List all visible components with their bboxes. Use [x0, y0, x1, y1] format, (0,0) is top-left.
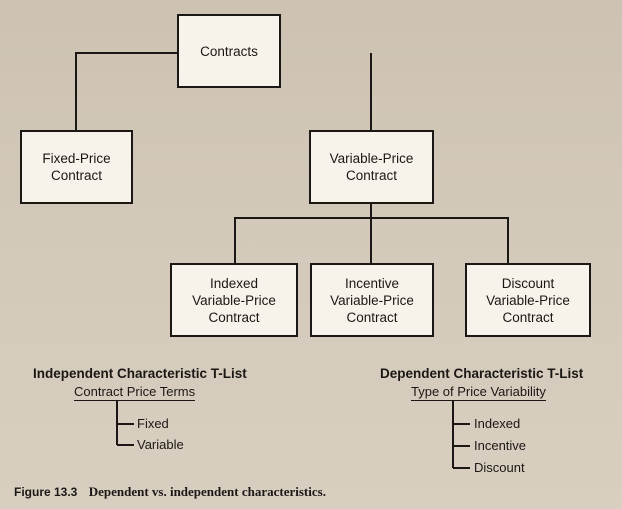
- dependent-tlist-title: Dependent Characteristic T-List: [380, 366, 584, 381]
- node-contracts-label: Contracts: [200, 43, 258, 59]
- figure-caption: Figure 13.3 Dependent vs. independent ch…: [14, 484, 326, 500]
- node-variable-price-contract: Variable-Price Contract: [309, 130, 434, 204]
- node-incentive-label: Incentive Variable-Price Contract: [330, 275, 414, 325]
- node-incentive-contract: Incentive Variable-Price Contract: [310, 263, 434, 337]
- independent-tlist-head: Contract Price Terms: [74, 384, 196, 401]
- dependent-tlist-item-discount: Discount: [474, 460, 525, 475]
- node-fixed-price-contract: Fixed-Price Contract: [20, 130, 133, 204]
- node-contracts: Contracts: [177, 14, 281, 88]
- figure-number: Figure 13.3: [14, 485, 78, 499]
- node-indexed-contract: Indexed Variable-Price Contract: [170, 263, 298, 337]
- dependent-tlist-head: Type of Price Variability: [411, 384, 546, 401]
- node-discount-label: Discount Variable-Price Contract: [486, 275, 570, 325]
- node-discount-contract: Discount Variable-Price Contract: [465, 263, 591, 337]
- node-fixed-price-label: Fixed-Price Contract: [42, 151, 111, 183]
- independent-tlist-item-variable: Variable: [137, 437, 184, 452]
- node-variable-price-label: Variable-Price Contract: [329, 151, 414, 183]
- dependent-tlist-item-indexed: Indexed: [474, 416, 521, 431]
- dependent-tlist-item-incentive: Incentive: [474, 438, 527, 453]
- independent-tlist-title: Independent Characteristic T-List: [33, 366, 247, 381]
- node-indexed-label: Indexed Variable-Price Contract: [192, 275, 276, 325]
- independent-tlist-item-fixed: Fixed: [137, 416, 169, 431]
- figure-caption-text: Dependent vs. independent characteristic…: [88, 484, 326, 499]
